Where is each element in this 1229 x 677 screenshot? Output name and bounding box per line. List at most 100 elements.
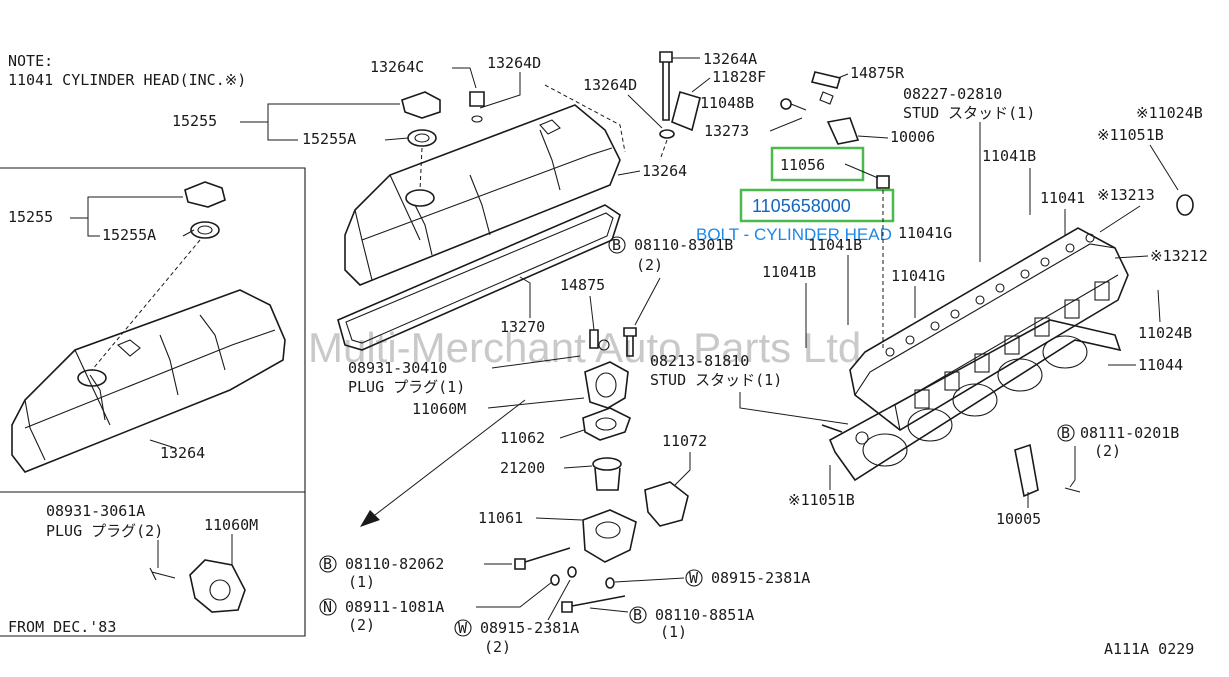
bolt-08110-8851A[interactable] xyxy=(561,595,626,613)
prefix-W-2381A-r: W xyxy=(689,569,699,587)
leader-14875R xyxy=(837,73,849,79)
rocker-cover-left[interactable] xyxy=(11,289,286,473)
label-11060M-a: 11060M xyxy=(412,400,466,418)
label-08111-0201B: 08111-0201B xyxy=(1080,424,1179,442)
head-valve-studs xyxy=(885,233,1095,357)
highlight-part-number-text: 1105658000 xyxy=(752,196,851,216)
head-gasket[interactable] xyxy=(828,319,1122,482)
leader-13270 xyxy=(519,276,531,318)
circle-W-2381A-l xyxy=(454,619,472,637)
leader-08911-1081A xyxy=(476,581,553,608)
stud-08213[interactable] xyxy=(821,424,843,433)
arrow-head xyxy=(360,510,380,527)
label-11062: 11062 xyxy=(500,429,545,447)
sensor-14875[interactable] xyxy=(589,329,610,351)
leader-15255-b xyxy=(70,196,183,219)
note-text: 11041 CYLINDER HEAD(INC.※) xyxy=(8,71,246,89)
label-11041B-2: 11041B xyxy=(808,236,862,254)
label-stud-1: STUD スタッド(1) xyxy=(903,104,1035,122)
hanger-11828F[interactable] xyxy=(671,90,701,132)
leader-13264D-top xyxy=(479,72,521,109)
leader-left-cap xyxy=(91,239,201,371)
bolt-08110-82062[interactable] xyxy=(514,547,571,570)
leader-11060M-a xyxy=(487,397,585,409)
label-08110-8301B: 08110-8301B xyxy=(634,236,733,254)
label-08915-2381A-l: 08915-2381A xyxy=(480,619,579,637)
leader-11051B-top xyxy=(1149,144,1179,191)
leader-13212 xyxy=(1114,255,1149,259)
label-13213: ※13213 xyxy=(1097,186,1155,204)
label-13270: 13270 xyxy=(500,318,545,336)
bracket-10005[interactable] xyxy=(1014,443,1081,498)
bolt-11048B[interactable] xyxy=(780,98,807,111)
leader-08110-8301B xyxy=(634,277,661,326)
bolt-13264A[interactable] xyxy=(659,51,675,139)
washer-08915-r[interactable] xyxy=(605,577,615,589)
leader-13264-b xyxy=(149,439,176,449)
label-13264D-top: 13264D xyxy=(487,54,541,72)
highlight-part-number[interactable]: 1105658000 xyxy=(739,188,895,223)
prefix-B-8301B: B xyxy=(612,236,621,254)
leader-stud-2 xyxy=(739,392,849,425)
gasket-11072[interactable] xyxy=(644,481,689,527)
grommet-13264C[interactable] xyxy=(469,91,485,123)
plug-11051B-bot[interactable] xyxy=(855,431,869,445)
housing-11061[interactable] xyxy=(582,509,637,563)
prefix-B-82062: B xyxy=(323,555,332,573)
highlight-11056[interactable]: 11056 xyxy=(770,146,865,182)
watermark: Multi-Merchant Auto Parts Ltd xyxy=(308,324,861,371)
leader-13264D-mid xyxy=(627,94,663,129)
label-qty-2-d: (2) xyxy=(484,638,511,656)
leader-08915-2381A-l xyxy=(547,579,571,621)
label-11051B-bot: ※11051B xyxy=(788,491,855,509)
label-11024B-mid: 11024B xyxy=(1138,324,1192,342)
label-14875R: 14875R xyxy=(850,64,905,82)
thermostat-21200[interactable] xyxy=(592,457,622,491)
label-13264A: 13264A xyxy=(703,50,757,68)
label-21200: 21200 xyxy=(500,459,545,477)
rocker-cover-main[interactable] xyxy=(344,104,621,286)
label-11041: 11041 xyxy=(1040,189,1085,207)
circle-B-82062 xyxy=(319,555,337,573)
circle-B-8851A xyxy=(629,606,647,624)
label-qty-2-c: (2) xyxy=(348,616,375,634)
nut-08911[interactable] xyxy=(550,574,560,586)
plug-11051B[interactable] xyxy=(1176,194,1194,216)
rocker-cover-gasket[interactable] xyxy=(337,204,621,351)
label-11044: 11044 xyxy=(1138,356,1183,374)
sensor-14875R[interactable] xyxy=(810,71,842,105)
figure-id: A111A 0229 xyxy=(1104,640,1194,658)
label-qty-2-a: (2) xyxy=(636,256,663,274)
head-ports xyxy=(914,281,1110,409)
gasket-11062[interactable] xyxy=(582,407,631,441)
leader-08915-2381A-r xyxy=(614,577,685,583)
label-11828F: 11828F xyxy=(712,68,766,86)
washer-08915-l[interactable] xyxy=(567,566,577,578)
leader-main-cap xyxy=(419,147,423,191)
label-qty-1-a: (1) xyxy=(348,573,375,591)
inset-note: FROM DEC.'83 xyxy=(8,618,116,636)
water-outlet-inset[interactable] xyxy=(149,559,246,613)
bolt-11056[interactable] xyxy=(876,175,890,189)
leader-15255A-a xyxy=(384,137,409,141)
prefix-B-8851A: B xyxy=(633,606,642,624)
circle-W-2381A-r xyxy=(685,569,703,587)
leader-08111-0201B xyxy=(1069,446,1076,488)
label-plug-2: PLUG プラグ(2) xyxy=(46,522,163,540)
oil-cap-left[interactable] xyxy=(184,181,226,239)
label-11060M-b: 11060M xyxy=(204,516,258,534)
prefix-N-1081A: N xyxy=(323,598,332,616)
label-14875: 14875 xyxy=(560,276,605,294)
label-15255-b: 15255 xyxy=(8,208,53,226)
label-13264C: 13264C xyxy=(370,58,424,76)
water-outlet-11060M[interactable] xyxy=(584,361,629,409)
bolt-08110-8301B[interactable] xyxy=(623,327,637,357)
label-11061: 11061 xyxy=(478,509,523,527)
leader-13273 xyxy=(769,117,803,132)
label-08110-8851A: 08110-8851A xyxy=(655,606,754,624)
leader-14875 xyxy=(589,295,595,331)
bracket-10006[interactable] xyxy=(826,117,860,145)
label-15255-a: 15255 xyxy=(172,112,217,130)
